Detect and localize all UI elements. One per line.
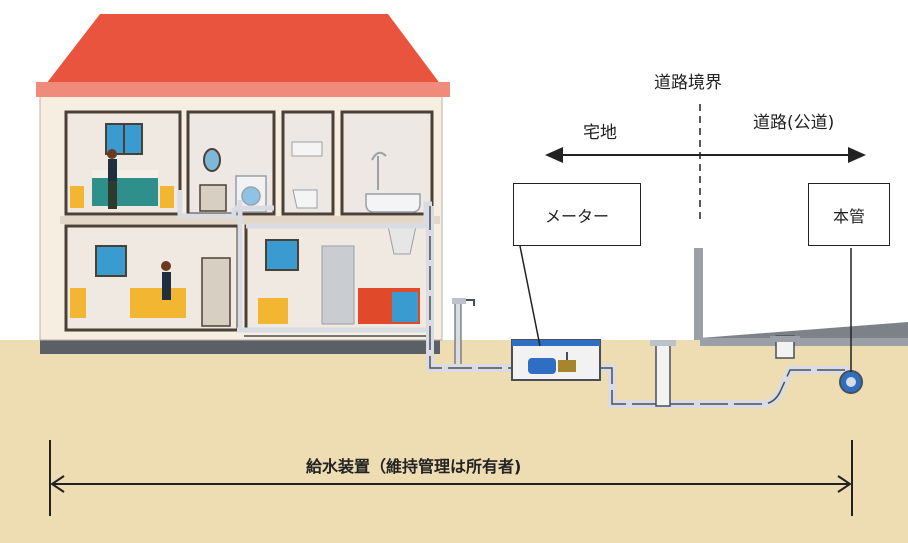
roof [36, 14, 450, 97]
boundary-label: 道路境界 [654, 73, 722, 93]
zone-arrow [545, 147, 866, 163]
boundary-wall [694, 248, 703, 340]
foundation [40, 340, 440, 354]
stop-valve [650, 340, 676, 407]
main-pipe-label-box: 本管 [808, 183, 890, 246]
supply-dimension-arrow [49, 440, 853, 516]
road-slope [700, 322, 908, 338]
main-pipe [839, 370, 863, 394]
residential-label: 宅地 [583, 123, 617, 143]
ground [0, 340, 908, 543]
meter-label: メーター [544, 206, 609, 226]
road-valve [770, 335, 800, 359]
supply-pipe [426, 206, 850, 408]
road-label: 道路(公道) [753, 113, 835, 133]
house [36, 14, 450, 341]
roof-edge [36, 82, 450, 97]
road-surface [700, 338, 908, 346]
meter-label-box: メーター [513, 183, 641, 246]
main-pipe-label: 本管 [832, 206, 865, 226]
meter-box [511, 339, 601, 381]
supply-equipment-label: 給水装置（維持管理は所有者) [306, 457, 522, 476]
meter-leader-line [519, 245, 541, 347]
